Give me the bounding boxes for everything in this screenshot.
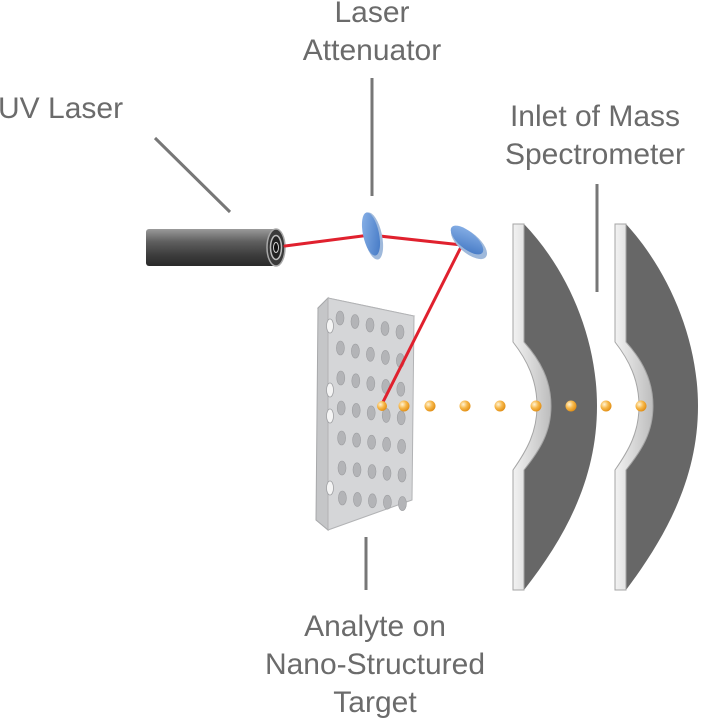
ion-droplet xyxy=(424,400,436,412)
target-well xyxy=(366,346,375,362)
target-well xyxy=(336,370,346,386)
target-well xyxy=(395,324,405,340)
target-well xyxy=(337,430,346,446)
target-side-hole xyxy=(326,318,334,334)
target-well xyxy=(338,490,347,506)
target-well xyxy=(381,350,390,365)
target-well xyxy=(383,494,392,510)
leader-lines xyxy=(153,78,599,590)
target-well xyxy=(398,496,407,511)
label-inlet-line-1: Inlet of Mass xyxy=(509,100,681,133)
uv-laser-icon xyxy=(146,228,286,267)
target-well xyxy=(335,310,345,326)
target-well xyxy=(351,403,361,418)
target-wells xyxy=(335,310,407,511)
target-side-hole xyxy=(326,480,334,496)
target-well xyxy=(380,321,390,336)
label-analyte: Analyte on Nano-Structured Target xyxy=(250,608,500,722)
target-well xyxy=(396,381,406,397)
target-well xyxy=(366,376,376,391)
target-well xyxy=(382,465,392,481)
target-side-hole xyxy=(326,382,334,398)
target-well xyxy=(366,405,376,421)
curved-plate-icon-2 xyxy=(614,223,698,591)
target-well xyxy=(382,436,391,452)
ion-droplet xyxy=(377,401,387,411)
label-analyte-line-2: Nano-Structured xyxy=(264,648,486,681)
target-well xyxy=(337,460,347,476)
label-inlet-line-2: Spectrometer xyxy=(504,138,686,171)
ion-droplet xyxy=(530,400,542,412)
curved-plate-icon xyxy=(512,223,597,591)
leader-line-uv-laser xyxy=(153,136,232,214)
perforated-plate-icon xyxy=(315,296,416,532)
laser-beam xyxy=(283,233,464,408)
ion-droplet xyxy=(565,400,577,412)
ion-droplet xyxy=(635,400,647,412)
label-laser-attenuator: Laser Attenuator xyxy=(292,0,452,70)
target-well xyxy=(351,343,360,359)
label-uv-laser: UV Laser xyxy=(0,90,138,128)
target-side-hole xyxy=(326,408,334,424)
label-laser-attenuator-line-1: Laser xyxy=(334,0,410,29)
target-well xyxy=(353,492,362,507)
ion-droplet xyxy=(600,400,612,412)
ion-droplet xyxy=(459,400,471,412)
target-well xyxy=(397,439,406,454)
target-side-holes xyxy=(326,318,334,496)
label-analyte-line-1: Analyte on xyxy=(304,610,446,643)
target-well xyxy=(367,434,376,450)
ion-droplet xyxy=(494,400,506,412)
lens-disc-icon xyxy=(361,212,384,260)
label-analyte-line-3: Target xyxy=(333,686,417,719)
beam-segment-3 xyxy=(379,243,464,408)
target-well xyxy=(367,464,377,479)
target-well xyxy=(336,340,345,356)
target-well xyxy=(396,410,406,426)
target-well xyxy=(365,317,375,333)
label-laser-attenuator-line-2: Attenuator xyxy=(302,34,442,67)
target-well xyxy=(397,467,407,483)
target-well xyxy=(336,400,346,416)
ion-droplet xyxy=(398,400,410,412)
beam-segment-1 xyxy=(283,233,372,248)
label-uv-laser-text: UV Laser xyxy=(0,92,124,125)
mirror-disc-icon xyxy=(450,225,488,260)
target-well xyxy=(352,432,361,448)
ion-droplets xyxy=(377,400,647,412)
target-well xyxy=(352,462,362,478)
target-well xyxy=(350,314,360,329)
label-inlet: Inlet of Mass Spectrometer xyxy=(490,98,700,174)
target-well xyxy=(368,493,377,509)
beam-segment-2 xyxy=(368,233,464,247)
target-well xyxy=(351,373,361,389)
